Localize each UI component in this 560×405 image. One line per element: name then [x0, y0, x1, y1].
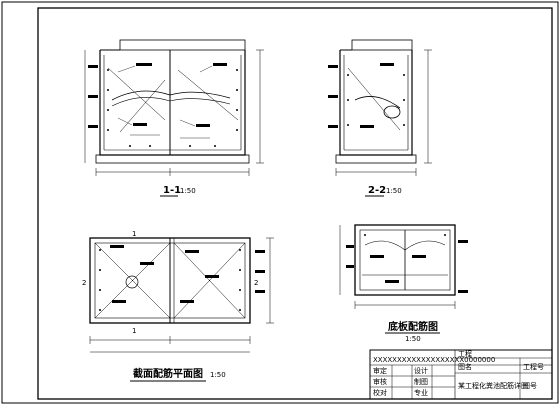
- drawing-name: 某工程化粪池配筋详图: [458, 381, 528, 390]
- inner-border: [37, 7, 553, 400]
- base-slab-view: 底板配筋图 1:50: [339, 224, 468, 343]
- drawing-number: XXXXXXXXXXXXXXXXXXX0000000: [373, 356, 495, 364]
- section-1-1-scale: 1:50: [180, 187, 196, 195]
- row-1-col2: 设计: [414, 366, 428, 375]
- cut-mark-1-bottom: 1: [132, 327, 136, 335]
- section-1-1-title: 1-1: [163, 185, 181, 196]
- cut-mark-2-left: 2: [82, 279, 86, 287]
- base-scale: 1:50: [405, 335, 421, 343]
- plan-view: 1 1 2 2 截面配筋平面图 1:50: [82, 230, 274, 382]
- drawing-id-label: 图号: [523, 382, 537, 390]
- project-number-label: 工程号: [523, 362, 544, 371]
- row-1-role: 审定: [373, 366, 387, 375]
- plan-scale: 1:50: [210, 371, 226, 379]
- row-2-role: 审核: [373, 377, 387, 386]
- cut-mark-2-right: 2: [254, 279, 258, 287]
- section-2-2-title: 2-2: [368, 185, 386, 196]
- base-title: 底板配筋图: [388, 320, 438, 333]
- row-3-role: 校对: [373, 388, 387, 397]
- row-3-col2: 专业: [414, 388, 428, 397]
- cut-mark-1-top: 1: [132, 230, 136, 238]
- section-2-2-view: 2-2 1:50: [328, 39, 432, 197]
- plan-title: 截面配筋平面图: [133, 367, 203, 380]
- title-block: XXXXXXXXXXXXXXXXXXX0000000 工程 图名 某工程化粪池配…: [369, 349, 553, 400]
- section-1-1-view: 1-1 1:50: [84, 39, 264, 197]
- section-2-2-scale: 1:50: [386, 187, 402, 195]
- project-label: 工程: [458, 349, 472, 358]
- sheet-label: 图名: [458, 362, 472, 371]
- row-2-col2: 制图: [414, 377, 428, 386]
